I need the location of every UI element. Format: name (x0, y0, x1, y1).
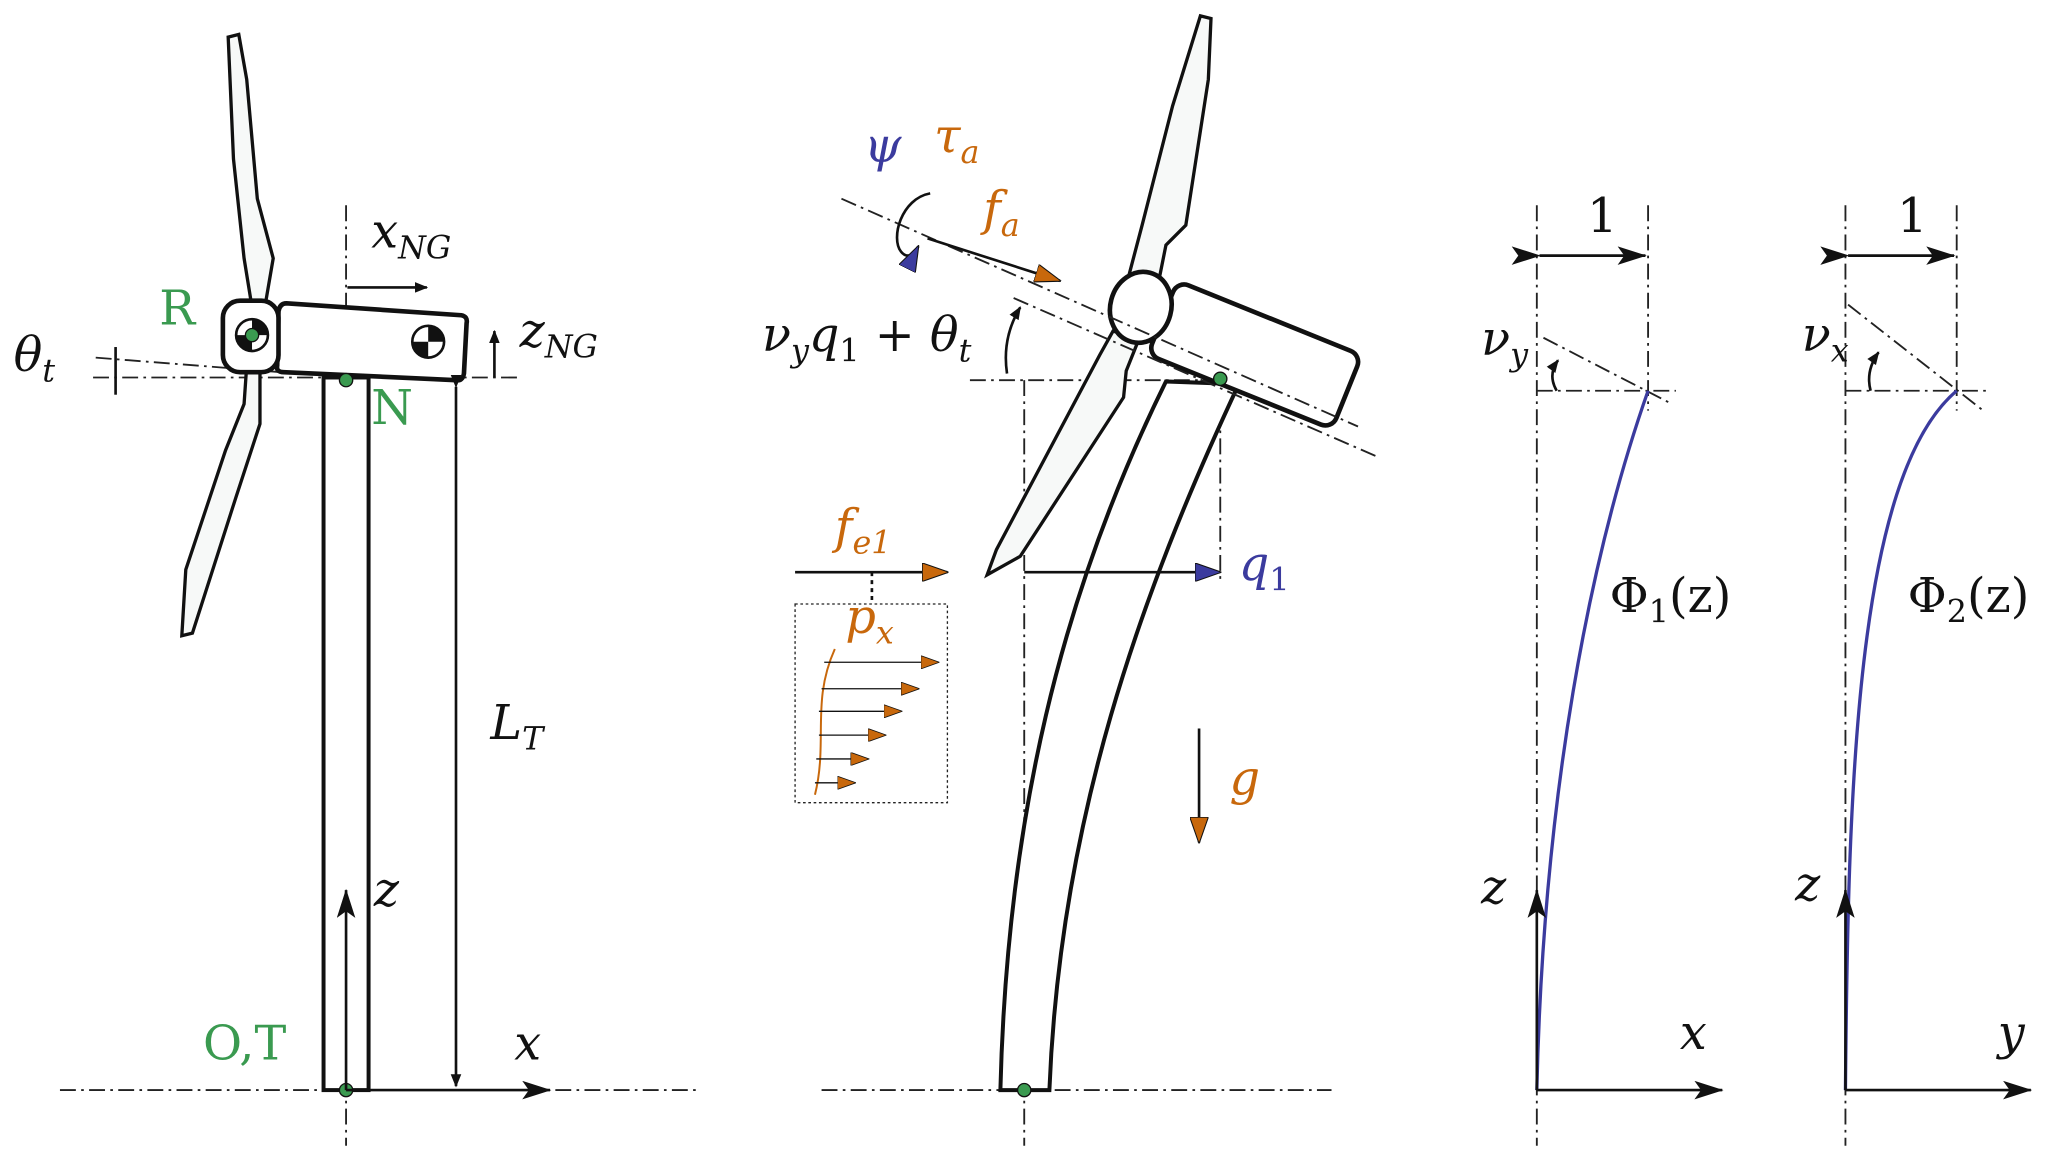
lower-blade (180, 363, 262, 638)
base-point (1016, 1082, 1032, 1098)
phi1-label: Φ1(z) (1610, 569, 1732, 631)
label-R: R (159, 282, 197, 337)
rotation-psi-arrow (895, 192, 931, 255)
thrust-force-arrow (927, 237, 1060, 280)
rotor-axis (841, 197, 1359, 428)
label-z-ng: zNG (519, 304, 598, 366)
wind-profile-curve (813, 648, 836, 795)
label-g: g (1230, 752, 1261, 807)
label-x-ng: xNG (371, 205, 451, 267)
x-label: x (1680, 1006, 1707, 1061)
label-x: x (514, 1017, 541, 1072)
y-label: y (1996, 1006, 2026, 1061)
upper-blade (1126, 13, 1213, 280)
label-tau-a: τa (934, 109, 979, 171)
mode-shape-2: 1 νx Φ2(z) z y (1794, 189, 2033, 1146)
nacelle-axis (1013, 297, 1379, 458)
label-OT: O,T (203, 1017, 286, 1072)
tangent-line (1847, 303, 1984, 412)
label-f-e1: fe1 (832, 500, 892, 562)
mode-shape-1: 1 νy Φ1(z) z x (1480, 189, 1731, 1146)
side-view-turbine: R N O,T xNG zNG θt LT z x (14, 32, 696, 1146)
mode-curve (1843, 389, 1958, 1091)
slope-label: νx (1802, 308, 1849, 370)
tower-top-point (1212, 371, 1228, 387)
mode-curve (1535, 390, 1650, 1091)
label-L-T: LT (489, 696, 546, 758)
wind-profile-box (794, 603, 949, 804)
label-psi: ψ (864, 119, 902, 174)
deflected-turbine: ψ τa fa νyq1 + θt fe1 px q1 g (762, 13, 1379, 1146)
tower-top-point (338, 372, 354, 388)
z-label: z (1480, 860, 1507, 915)
tilt-angle-arrow (1004, 306, 1022, 374)
lower-blade (984, 329, 1142, 579)
slope-arrow (1546, 359, 1560, 392)
rotor-point (244, 327, 260, 343)
z-label: z (1794, 858, 1821, 913)
unit-label: 1 (1587, 189, 1617, 244)
phi2-label: Φ2(z) (1908, 569, 2030, 631)
label-tilt-angle: νyq1 + θt (762, 308, 972, 370)
upper-blade (226, 32, 275, 310)
unit-label: 1 (1897, 189, 1927, 244)
label-z: z (373, 863, 400, 918)
label-q1: q1 (1239, 537, 1290, 599)
slope-arrow (1867, 351, 1880, 392)
nacelle-cog-icon (410, 324, 446, 359)
label-N: N (371, 381, 413, 436)
wind-profile-arrows (814, 662, 938, 783)
slope-label: νy (1481, 312, 1529, 374)
hub (1107, 269, 1174, 346)
label-p-x: px (845, 590, 894, 652)
tangent-line (1543, 336, 1673, 405)
label-theta-t: θt (14, 328, 56, 390)
label-f-a: fa (980, 182, 1020, 244)
